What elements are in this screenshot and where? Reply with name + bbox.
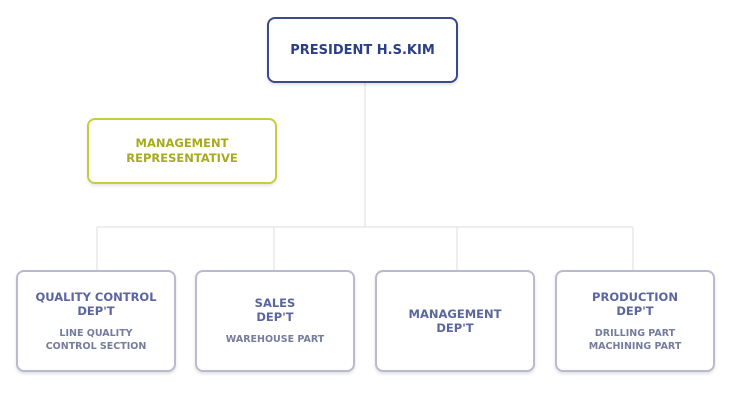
dept-subunits: DRILLING PART MACHINING PART: [588, 327, 682, 352]
management-dept-node: MANAGEMENT DEP'T: [375, 270, 535, 372]
dept-title: PRODUCTION DEP'T: [592, 289, 678, 318]
sales-dept-node: SALES DEP'T WAREHOUSE PART: [195, 270, 355, 372]
management-representative-label: MANAGEMENT REPRESENTATIVE: [126, 136, 238, 165]
president-label: PRESIDENT H.S.KIM: [290, 42, 435, 58]
management-representative-node: MANAGEMENT REPRESENTATIVE: [87, 118, 277, 184]
dept-title: SALES DEP'T: [254, 296, 296, 324]
dept-subunits: LINE QUALITY CONTROL SECTION: [45, 327, 147, 352]
president-node: PRESIDENT H.S.KIM: [267, 17, 458, 83]
dept-title: MANAGEMENT DEP'T: [408, 307, 502, 335]
quality-control-dept-node: QUALITY CONTROL DEP'T LINE QUALITY CONTR…: [16, 270, 176, 372]
production-dept-node: PRODUCTION DEP'T DRILLING PART MACHINING…: [555, 270, 715, 372]
dept-subunits: WAREHOUSE PART: [225, 334, 325, 345]
dept-title: QUALITY CONTROL DEP'T: [35, 289, 157, 318]
